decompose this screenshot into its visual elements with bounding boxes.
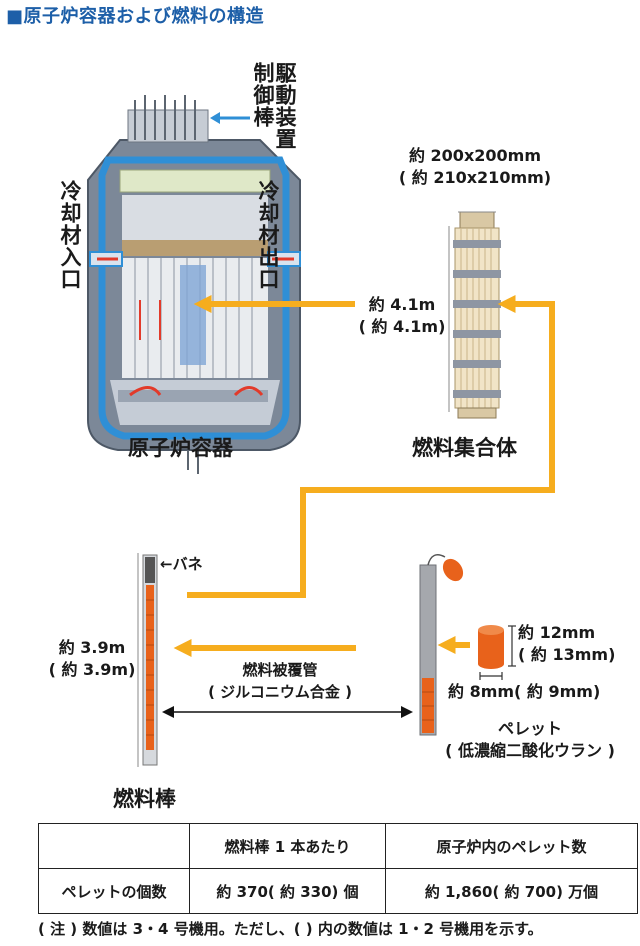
table-cell-per-rod: 約 370( 約 330) 個	[190, 869, 386, 914]
pellet-count-table: 燃料棒 1 本あたり 原子炉内のペレット数 ペレットの個数 約 370( 約 3…	[38, 823, 638, 914]
table-header-per-rod: 燃料棒 1 本あたり	[190, 824, 386, 869]
assembly-size-label: 約 200x200mm ( 約 210x210mm)	[385, 145, 565, 189]
coolant-inlet-label: 冷却材入口	[59, 180, 81, 290]
assembly-length-line1: 約 4.1m	[352, 294, 452, 316]
table-row: ペレットの個数 約 370( 約 330) 個 約 1,860( 約 700) …	[39, 869, 638, 914]
assembly-size-line1: 約 200x200mm	[385, 145, 565, 167]
assembly-size-line2: ( 約 210x210mm)	[385, 167, 565, 189]
pellet-height-line2: ( 約 13mm)	[518, 644, 615, 666]
table-corner-cell	[39, 824, 190, 869]
cladding-line1: 燃料被覆管	[175, 659, 385, 681]
table-header-in-reactor: 原子炉内のペレット数	[386, 824, 638, 869]
cladding-line2: ( ジルコニウム合金 )	[175, 681, 385, 703]
pellet-diameter-label: 約 8mm( 約 9mm)	[448, 681, 600, 703]
rod-length-label: 約 3.9m ( 約 3.9m)	[42, 637, 142, 681]
coolant-outlet-label: 冷却材出口	[257, 180, 279, 290]
control-rod-label: 制御棒	[252, 62, 274, 128]
fuel-assembly-illustration	[449, 212, 501, 418]
pellet-caption: ペレット ( 低濃縮二酸化ウラン )	[430, 718, 630, 762]
table-header-row: 燃料棒 1 本あたり 原子炉内のペレット数	[39, 824, 638, 869]
pellet-height-line1: 約 12mm	[518, 622, 615, 644]
table-row-label: ペレットの個数	[39, 869, 190, 914]
reactor-vessel-caption: 原子炉容器	[128, 432, 233, 462]
assembly-length-line2: ( 約 4.1m)	[352, 316, 452, 338]
drive-mechanism-label: 駆動装置	[274, 62, 296, 150]
footnote: ( 注 ) 数値は 3・4 号機用。ただし、( ) 内の数値は 1・2 号機用を…	[38, 918, 543, 939]
fuel-assembly-caption: 燃料集合体	[412, 432, 517, 462]
table-cell-in-reactor: 約 1,860( 約 700) 万個	[386, 869, 638, 914]
rod-length-line1: 約 3.9m	[42, 637, 142, 659]
pellet-illustration	[478, 625, 516, 680]
cladding-label: 燃料被覆管 ( ジルコニウム合金 )	[175, 659, 385, 703]
pellet-height-label: 約 12mm ( 約 13mm)	[518, 622, 615, 666]
rod-length-line2: ( 約 3.9m)	[42, 659, 142, 681]
fuel-rod-caption: 燃料棒	[113, 783, 176, 813]
pellet-caption-line2: ( 低濃縮二酸化ウラン )	[430, 740, 630, 762]
spring-label: ←バネ	[160, 553, 203, 574]
assembly-length-label: 約 4.1m ( 約 4.1m)	[352, 294, 452, 338]
pellet-caption-line1: ペレット	[430, 718, 630, 740]
